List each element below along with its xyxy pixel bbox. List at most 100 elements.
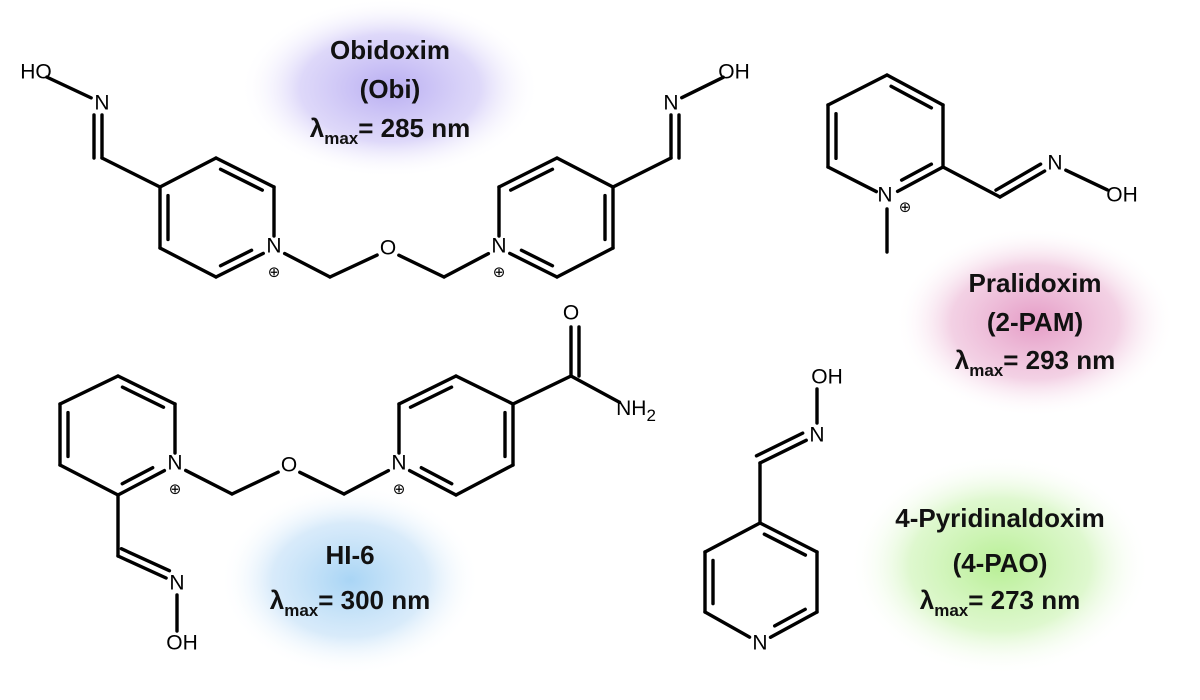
positive-charge-icon: ⊕ bbox=[899, 198, 912, 216]
bond bbox=[998, 169, 1047, 199]
atom-label: N bbox=[752, 632, 767, 655]
atom-label: N bbox=[167, 452, 182, 475]
bond bbox=[555, 246, 615, 279]
bond bbox=[703, 610, 752, 639]
atom-label: N bbox=[491, 235, 506, 258]
bond bbox=[826, 73, 889, 107]
bond bbox=[230, 470, 280, 496]
atom-label: O bbox=[281, 454, 297, 477]
bond bbox=[454, 374, 515, 406]
bond bbox=[298, 470, 346, 496]
atom-label: HO bbox=[20, 61, 52, 84]
compound-abbrev: (4-PAO) bbox=[953, 548, 1048, 578]
hi6-label: HI-6 λmax= 300 nm bbox=[270, 540, 431, 620]
bond bbox=[895, 165, 945, 194]
double-bond-line bbox=[754, 431, 805, 458]
double-bond-line bbox=[994, 162, 1043, 192]
hi6-structure: N ⊕ N OH O N ⊕ O NH2 bbox=[166, 302, 656, 655]
compound-name: 4-Pyridinaldoxim bbox=[895, 503, 1105, 533]
bond bbox=[758, 438, 808, 465]
bond bbox=[941, 165, 1002, 199]
double-bond-line bbox=[508, 167, 555, 192]
double-bond-line bbox=[120, 466, 155, 486]
obidoxim-label-bubble bbox=[240, 0, 540, 178]
bond bbox=[569, 374, 622, 404]
double-bond-line bbox=[119, 547, 172, 573]
bond bbox=[282, 251, 332, 279]
bond bbox=[328, 253, 379, 279]
positive-charge-icon: ⊕ bbox=[169, 480, 182, 498]
bond bbox=[407, 468, 458, 497]
bonds-layer bbox=[45, 73, 1109, 639]
atom-label: OH bbox=[718, 61, 750, 84]
bond bbox=[454, 463, 515, 497]
bond bbox=[758, 521, 819, 554]
bond bbox=[703, 521, 762, 554]
bond bbox=[58, 374, 120, 406]
bond bbox=[214, 156, 276, 189]
bond bbox=[1064, 168, 1109, 192]
lambda-max: λmax= 300 nm bbox=[270, 585, 431, 620]
double-bond-line bbox=[408, 385, 454, 409]
atom-label: N bbox=[1047, 152, 1062, 175]
atom-label: O bbox=[380, 237, 396, 260]
bond bbox=[442, 251, 491, 279]
positive-charge-icon: ⊕ bbox=[393, 480, 406, 498]
bond bbox=[45, 75, 93, 100]
atom-label: OH bbox=[811, 366, 843, 389]
bond bbox=[680, 75, 725, 100]
bond bbox=[100, 156, 162, 189]
atom-label: N bbox=[169, 572, 184, 595]
atom-label: N bbox=[391, 452, 406, 475]
obidoxim-structure: HO N N ⊕ O N ⊕ N OH bbox=[20, 61, 750, 282]
compound-name: Pralidoxim bbox=[969, 268, 1102, 298]
pralidoxim-structure: N ⊕ N OH bbox=[877, 152, 1137, 217]
pao-label-bubble bbox=[850, 455, 1150, 675]
bond bbox=[183, 468, 234, 496]
double-bond-line bbox=[772, 607, 807, 628]
atom-label: N bbox=[266, 235, 281, 258]
bond bbox=[214, 251, 265, 279]
pralidoxim-label-bubble bbox=[895, 227, 1175, 417]
double-bond-line bbox=[218, 167, 265, 192]
atom-label: OH bbox=[166, 632, 198, 655]
pralidoxim-label: Pralidoxim (2-PAM) λmax= 293 nm bbox=[955, 268, 1116, 380]
bond bbox=[397, 253, 446, 279]
bond bbox=[397, 374, 458, 406]
double-bond-line bbox=[120, 385, 166, 409]
lambda-max: λmax= 293 nm bbox=[955, 345, 1116, 380]
lambda-max: λmax= 285 nm bbox=[310, 113, 471, 148]
pao-label: 4-Pyridinaldoxim (4-PAO) λmax= 273 nm bbox=[895, 503, 1105, 620]
pao-structure: OH N N bbox=[752, 366, 842, 655]
bond bbox=[497, 156, 559, 189]
compound-abbrev: (2-PAM) bbox=[987, 307, 1083, 337]
atom-label: N bbox=[809, 424, 824, 447]
bond bbox=[508, 251, 559, 279]
atom-label: NH2 bbox=[616, 397, 656, 425]
double-bond-line bbox=[218, 248, 254, 268]
hi6-label-bubble bbox=[220, 485, 480, 675]
bond bbox=[611, 156, 673, 189]
double-bond-line bbox=[519, 248, 555, 268]
bond bbox=[768, 610, 819, 639]
bond bbox=[116, 468, 167, 497]
atom-label: N bbox=[94, 92, 109, 115]
double-bond-line bbox=[762, 532, 808, 557]
double-bond-line bbox=[419, 466, 454, 486]
atom-label: N bbox=[877, 184, 892, 207]
bond bbox=[555, 156, 615, 189]
atom-label: N bbox=[663, 92, 678, 115]
bond bbox=[158, 156, 218, 189]
atom-label: OH bbox=[1106, 184, 1138, 207]
obidoxim-label: Obidoxim (Obi) λmax= 285 nm bbox=[310, 35, 471, 148]
double-bond-line bbox=[899, 162, 934, 182]
positive-charge-icon: ⊕ bbox=[493, 263, 506, 281]
bond bbox=[826, 165, 879, 194]
compound-name: HI-6 bbox=[325, 540, 374, 570]
bond bbox=[158, 246, 218, 279]
positive-charge-icon: ⊕ bbox=[268, 263, 281, 281]
bond bbox=[342, 468, 391, 496]
bond bbox=[511, 374, 573, 406]
bond bbox=[116, 374, 177, 406]
